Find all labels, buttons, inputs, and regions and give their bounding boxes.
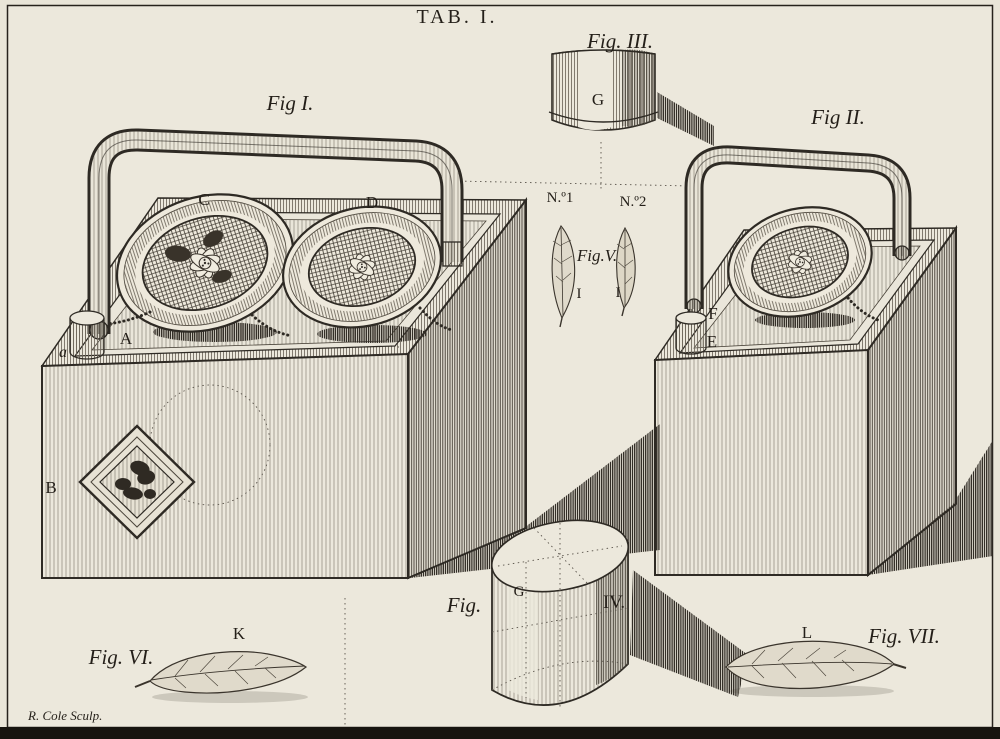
fig4-cast-shadow [630,570,748,697]
fig1-chest [40,140,660,580]
fig7-part-l: L [802,623,812,642]
fig2-hinge-right [894,245,910,261]
fig3-part-g: G [592,90,604,109]
fig2-label: Fig II. [810,105,865,129]
fig2-box-front-face [654,348,869,576]
fig4-cylinder [490,519,748,708]
fig2-lens-ring [727,206,873,318]
fig2-handle [687,155,909,313]
fig5-leaf-no2 [616,226,636,317]
fig7-leaf-l [725,640,907,697]
fig3-cylinder [548,48,714,146]
fig5-label: Fig.V. [576,246,618,265]
fig3-label: Fig. III. [586,29,653,53]
fig2-chest [653,155,993,578]
fig2-hinge-left [686,298,702,314]
fig1-label: Fig I. [266,91,314,115]
fig1-dotted-circle [149,384,271,506]
fig6-label: Fig. VI. [88,645,154,669]
fig6-part-k: K [233,624,246,643]
fig2-part-f: F [708,304,717,323]
fig6-leaf-k [134,651,308,703]
fig2-chain [846,296,880,322]
fig1-box-side-face [407,197,527,580]
fig1-chains [104,306,454,338]
plate-bottom-edge [0,727,1000,739]
fig5-leaf-no1 [551,225,576,328]
fig1-lens-ring-d [281,205,443,329]
fig1-part-A: A [120,329,133,348]
fig5-no2: N.º2 [620,194,647,210]
fig4-top-face [490,519,630,593]
fig2-box-side-face [867,224,957,578]
fig1-part-c: C [198,190,209,209]
fig1-lens-ring-c [115,193,295,333]
fig2-part-e: E [707,332,717,351]
specimen-leaf-blob [165,245,191,262]
fig5-no1: N.º1 [547,190,574,206]
fig1-part-b: B [45,478,56,497]
fig4-construction [491,523,629,708]
fig2-cylinder-e [675,311,707,355]
fig5-part-i1: I [577,286,582,302]
fig1-seed-box-b [78,424,196,540]
fig3-cast-shadow [657,92,714,146]
fig4-part-g: G [514,584,525,600]
fig1-part-a: a [59,344,67,361]
plate-title: TAB. I. [416,6,497,28]
fig1-part-d: D [366,193,378,212]
fig5-part-i2: I [616,285,621,301]
fig7-label: Fig. VII. [867,624,940,648]
engraver-signature: R. Cole Sculp. [27,708,102,723]
fig2-cast-shadow [868,440,993,575]
fig4-label-fig: Fig. [446,593,481,617]
fig1-hinge-right [442,241,463,267]
fig4-label-num: IV. [603,592,625,613]
fig1-cylinder-a [69,310,105,360]
fig5-leaves [551,225,636,328]
